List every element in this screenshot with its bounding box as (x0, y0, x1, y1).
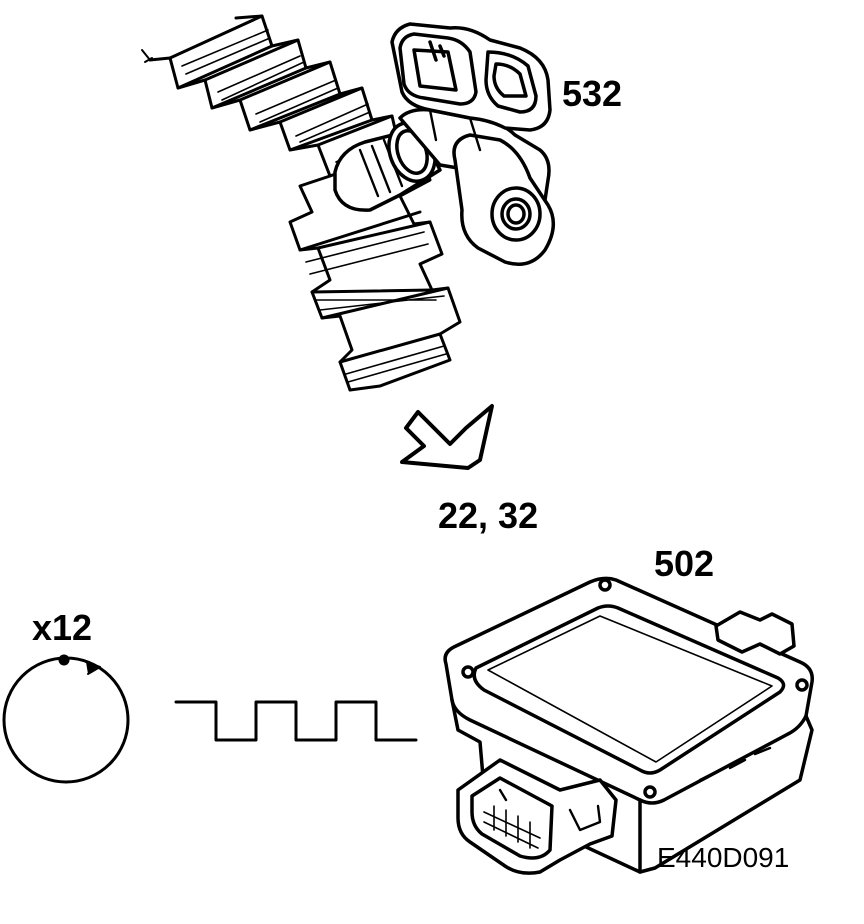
sensor-label: 532 (562, 73, 623, 114)
pins-label: 22, 32 (438, 495, 539, 536)
multiplier-label: x12 (32, 607, 93, 648)
rotation-circle-icon (2, 654, 130, 784)
figure-code: E440D091 (657, 842, 790, 873)
control-module-icon (443, 576, 814, 875)
square-wave-pulse-icon (174, 700, 418, 742)
toothed-flywheel-icon (141, 14, 462, 392)
crankshaft-position-sensor-icon (333, 22, 555, 266)
module-label: 502 (654, 543, 715, 584)
signal-direction-arrow-icon (400, 404, 494, 470)
